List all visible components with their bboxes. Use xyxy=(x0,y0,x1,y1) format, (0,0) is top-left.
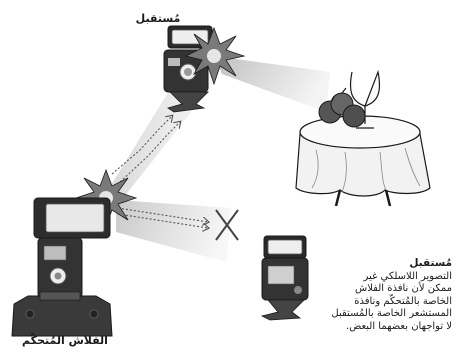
note-title: مُستقبل xyxy=(300,257,452,270)
top-beam xyxy=(214,56,330,112)
receiver-label-top: مُستقبل xyxy=(118,12,198,25)
note-line: التصوير اللاسلكي غير xyxy=(300,271,452,284)
master-flash-label: الفلاش المُتحكّم xyxy=(20,334,110,347)
explanation-note: مُستقبل التصوير اللاسلكي غير ممكن لأن نا… xyxy=(300,257,452,334)
master-flash-on-camera xyxy=(12,198,112,336)
note-line: الخاصة بالمُتحكّم ونافذة xyxy=(300,296,452,309)
note-line: المستشعر الخاصة بالمُستقبل xyxy=(300,308,452,321)
lower-beam-from-master xyxy=(116,200,232,262)
note-line: ممكن لأن نافذة الفلاش xyxy=(300,283,452,296)
note-line: لا تواجهان بعضهما البعض. xyxy=(300,321,452,334)
